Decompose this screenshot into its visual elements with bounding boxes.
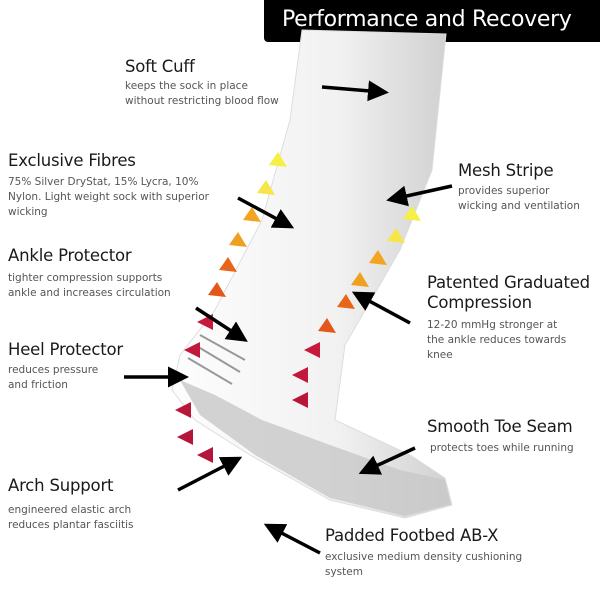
desc-line: exclusive medium density cushioning [325, 551, 523, 563]
compression-marker [184, 342, 200, 358]
compression-marker [197, 447, 213, 463]
desc-line: 12-20 mmHg stronger at [427, 319, 558, 331]
arrow-ankle-protector [195, 306, 248, 342]
soft-cuff-title: Soft Cuff [125, 57, 195, 76]
compression-marker [292, 367, 308, 383]
padded-footbed-title: Padded Footbed AB-X [325, 526, 499, 545]
compression-marker [387, 228, 405, 243]
compression-gradient-markers [175, 152, 421, 463]
compression-marker [351, 272, 369, 287]
compression-marker [229, 232, 247, 247]
desc-line: reduces plantar fasciitis [8, 519, 134, 531]
mesh-stripe-desc: provides superior wicking and ventilation [458, 184, 580, 214]
desc-line: 75% Silver DryStat, 15% Lycra, 10% [8, 176, 199, 188]
mesh-stripe-title: Mesh Stripe [458, 161, 554, 180]
compression-marker [243, 207, 261, 222]
arrow-exclusive-fibres [237, 196, 295, 229]
graduated-compression-desc: 12-20 mmHg stronger at the ankle reduces … [427, 318, 566, 363]
arch-support-desc: engineered elastic arch reduces plantar f… [8, 503, 134, 533]
arrow-graduated-compression [351, 291, 411, 325]
heel-pattern [187, 334, 246, 385]
compression-marker [219, 257, 237, 272]
heel-protector-title: Heel Protector [8, 340, 123, 359]
desc-line: reduces pressure [8, 364, 99, 376]
desc-line: wicking [8, 206, 48, 218]
arch-support-title: Arch Support [8, 476, 114, 495]
desc-line: keeps the sock in place [125, 80, 248, 92]
page-title: Performance and Recovery [282, 7, 572, 32]
compression-marker [318, 318, 336, 333]
arrow-arch-support [177, 456, 243, 492]
compression-marker [208, 282, 226, 297]
title-line: Patented Graduated [427, 273, 590, 292]
compression-marker [292, 392, 308, 408]
smooth-toe-seam-title: Smooth Toe Seam [427, 417, 573, 436]
compression-marker [269, 152, 287, 167]
desc-line: engineered elastic arch [8, 504, 132, 516]
desc-line: protects toes while running [430, 442, 574, 454]
compression-marker [257, 180, 275, 195]
exclusive-fibres-desc: 75% Silver DryStat, 15% Lycra, 10% Nylon.… [8, 175, 209, 220]
desc-line: Nylon. Light weight sock with superior [8, 191, 209, 203]
callout-arrows [124, 80, 453, 555]
arrow-padded-footbed [263, 523, 321, 555]
compression-marker [175, 402, 191, 418]
compression-marker [403, 206, 421, 221]
desc-line: and friction [8, 379, 68, 391]
sock-shape [171, 29, 453, 519]
desc-line: tighter compression supports [8, 272, 163, 284]
compression-marker [369, 250, 387, 265]
desc-line: wicking and ventilation [458, 200, 580, 212]
compression-marker [177, 429, 193, 445]
arrow-soft-cuff [321, 80, 389, 102]
padded-footbed-desc: exclusive medium density cushioning syste… [325, 550, 522, 580]
desc-line: without restricting blood flow [125, 95, 279, 107]
ankle-protector-title: Ankle Protector [8, 246, 132, 265]
compression-marker [304, 342, 320, 358]
ankle-protector-desc: tighter compression supports ankle and in… [8, 271, 171, 301]
desc-line: the ankle reduces towards [427, 334, 567, 346]
desc-line: ankle and increases circulation [8, 287, 171, 299]
heel-protector-desc: reduces pressure and friction [8, 363, 98, 393]
exclusive-fibres-title: Exclusive Fibres [8, 151, 136, 170]
desc-line: knee [427, 349, 453, 361]
compression-marker [337, 294, 355, 309]
arrow-smooth-toe-seam [358, 446, 416, 475]
soft-cuff-desc: keeps the sock in place without restricti… [125, 79, 279, 109]
title-line: Compression [427, 293, 532, 312]
desc-line: provides superior [458, 185, 550, 197]
desc-line: system [325, 566, 363, 578]
smooth-toe-seam-desc: protects toes while running [430, 441, 574, 456]
sole-padding [180, 380, 450, 516]
arrow-mesh-stripe [386, 184, 453, 207]
